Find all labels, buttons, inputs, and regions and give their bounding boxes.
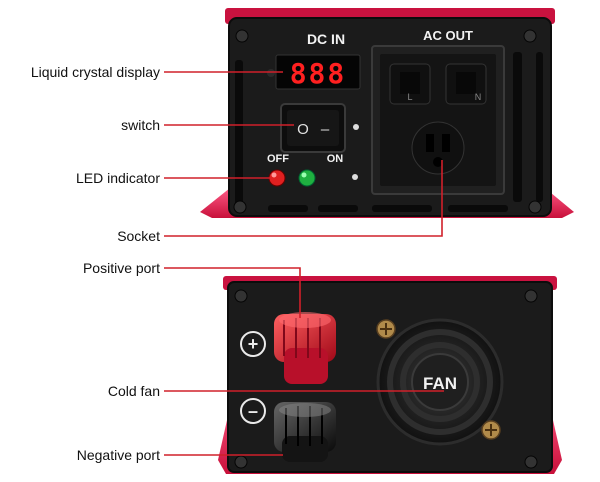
positive-terminal[interactable] [274,312,336,384]
lcd-digits: 888 [290,57,347,90]
switch-on-symbol: – [321,121,330,138]
back-unit: + – [218,276,562,474]
callout-lines [164,71,444,456]
label-switch: switch [121,117,160,133]
socket-mark-l: L [407,92,412,102]
label-liquid-crystal-display: Liquid crystal display [30,64,160,80]
callout-line-positive [164,267,301,318]
label-positive-port: Positive port [82,260,160,276]
callout-line-socket [164,160,443,237]
led-off-label: OFF [267,153,289,165]
cooling-fan: FAN [376,318,504,446]
minus-symbol-ring [240,398,266,424]
label-led-indicator: LED indicator [75,170,160,186]
plus-symbol-ring [240,331,266,357]
led-on-label: ON [327,153,344,165]
negative-terminal[interactable] [274,402,336,462]
minus-symbol: – [248,401,258,421]
socket-mark-n: N [475,92,482,102]
label-negative-port: Negative port [76,447,160,463]
front-unit: DC IN AC OUT 888 O – OFF ON [200,8,574,218]
plus-symbol: + [248,334,259,354]
label-socket: Socket [117,228,160,244]
label-cold-fan: Cold fan [107,383,160,399]
switch-off-symbol: O [297,121,309,138]
led-red-indicator [268,169,286,187]
fan-label: FAN [423,374,457,393]
ac-out-label: AC OUT [423,28,473,43]
led-green-indicator [298,169,316,187]
dc-in-label: DC IN [307,31,345,47]
